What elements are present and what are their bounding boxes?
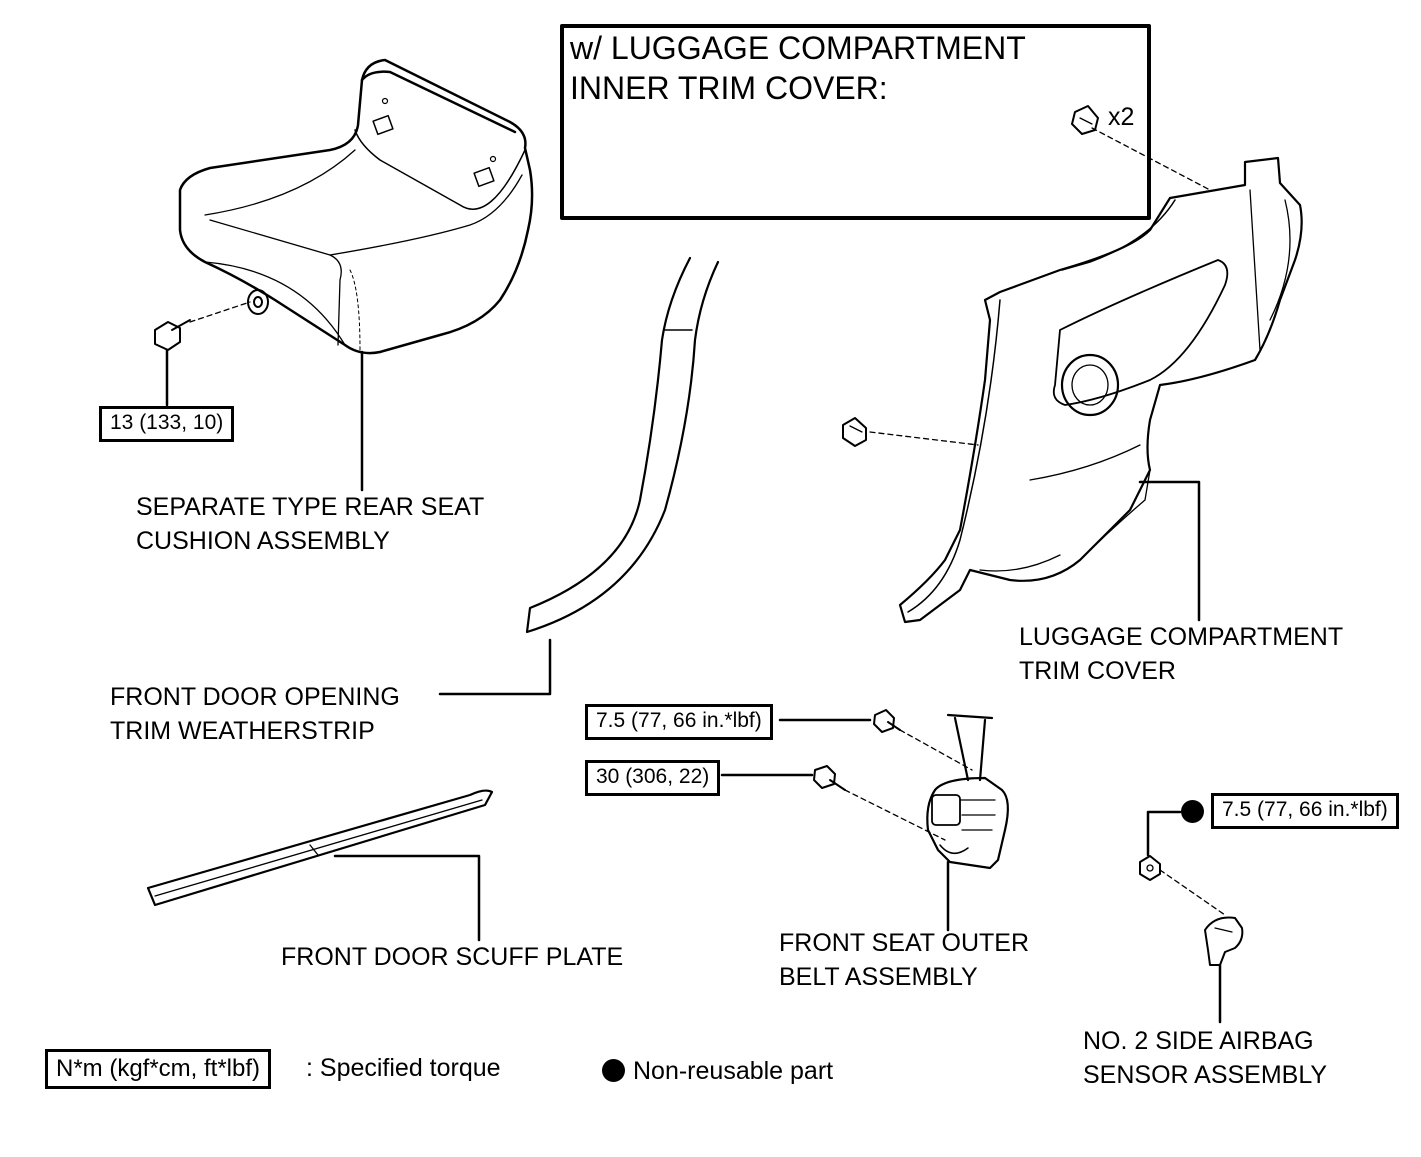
- label-luggage-line1: LUGGAGE COMPARTMENT: [1019, 623, 1344, 651]
- legend-torque-units: N*m (kgf*cm, ft*lbf): [45, 1049, 272, 1089]
- label-sensor-line2: SENSOR ASSEMBLY: [1083, 1061, 1328, 1089]
- inset-title-line2: INNER TRIM COVER:: [570, 70, 888, 106]
- torque-belt-upper-bolt: 7.5 (77, 66 in.*lbf): [585, 704, 773, 740]
- trim-clip-drawing: [842, 105, 1099, 447]
- label-scuff-plate: FRONT DOOR SCUFF PLATE: [281, 943, 624, 971]
- seat-belt-drawing: [926, 713, 1009, 870]
- label-rear-seat-line1: SEPARATE TYPE REAR SEAT: [136, 493, 485, 521]
- scuff-plate-drawing: [146, 789, 494, 907]
- label-rear-seat-line2: CUSHION ASSEMBLY: [136, 527, 390, 555]
- legend-nonreusable: Non-reusable part: [633, 1057, 834, 1085]
- torque-sensor-nut: 7.5 (77, 66 in.*lbf): [1211, 793, 1399, 829]
- label-belt-line2: BELT ASSEMBLY: [779, 963, 978, 991]
- weatherstrip-drawing: [525, 256, 720, 634]
- torque-belt-lower-bolt: 30 (306, 22): [585, 760, 721, 796]
- luggage-trim-cover-drawing: [898, 156, 1303, 624]
- belt-bolts-drawing: [813, 709, 901, 791]
- inset-clip-quantity: x2: [1108, 103, 1135, 131]
- non-reusable-dot-icon: [1181, 800, 1204, 823]
- cushion-bolt-drawing: [154, 289, 269, 351]
- label-sensor-line1: NO. 2 SIDE AIRBAG: [1083, 1027, 1314, 1055]
- airbag-sensor-drawing: [1139, 855, 1244, 966]
- rear-seat-cushion-drawing: [178, 58, 534, 355]
- label-belt-line1: FRONT SEAT OUTER: [779, 929, 1030, 957]
- legend-torque-desc: : Specified torque: [306, 1054, 501, 1082]
- label-weatherstrip-line1: FRONT DOOR OPENING: [110, 683, 400, 711]
- label-luggage-line2: TRIM COVER: [1019, 657, 1176, 685]
- inset-frame: [560, 24, 1151, 220]
- label-weatherstrip-line2: TRIM WEATHERSTRIP: [110, 717, 375, 745]
- inset-title-line1: w/ LUGGAGE COMPARTMENT: [570, 30, 1026, 66]
- torque-cushion-bolt: 13 (133, 10): [99, 406, 235, 442]
- legend-dot-icon: [602, 1059, 625, 1082]
